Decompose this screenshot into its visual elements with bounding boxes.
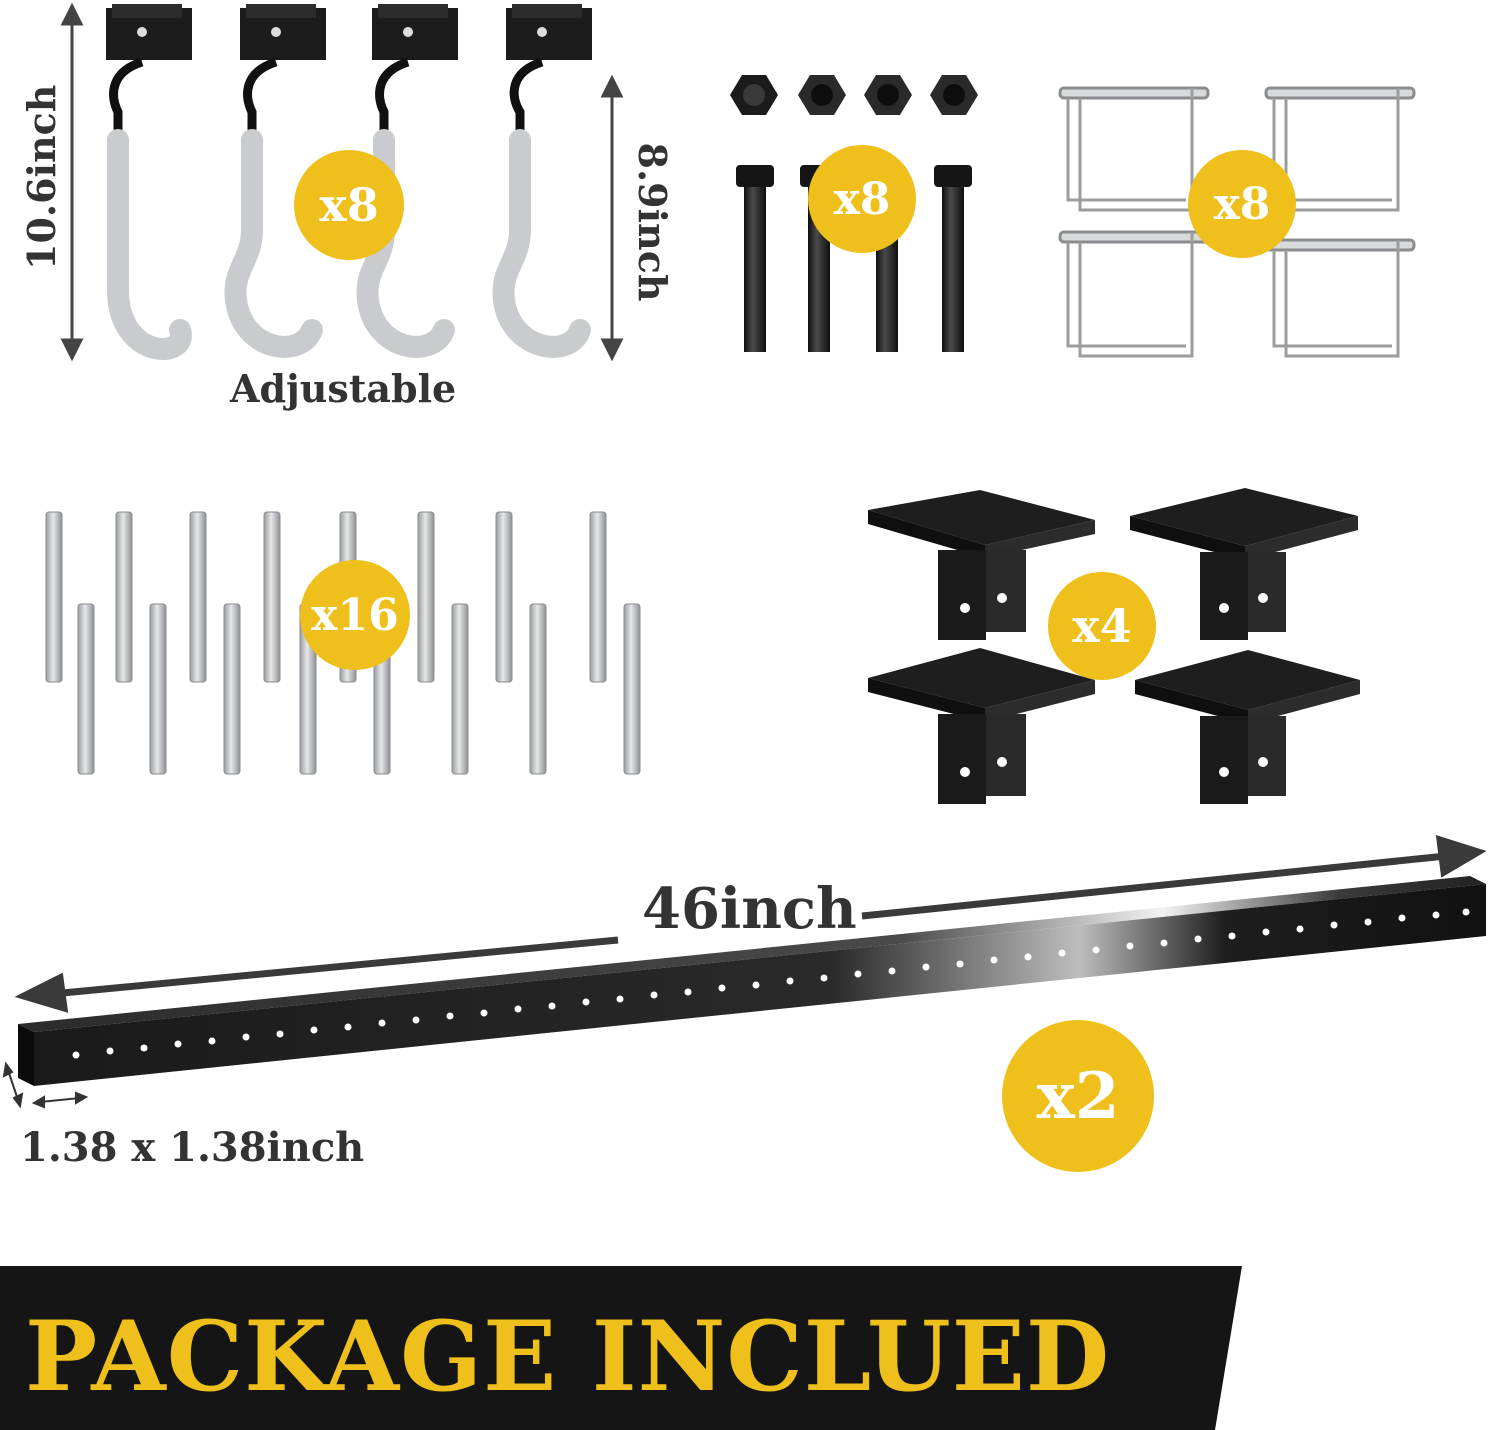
rail-length-label: 46inch — [642, 876, 857, 942]
bolts-quantity-badge: x8 — [808, 145, 916, 253]
brackets-quantity-badge: x4 — [1048, 572, 1156, 680]
rail-quantity: x2 — [1036, 1058, 1120, 1134]
banner-background — [0, 1266, 1242, 1430]
rail-profile-label: 1.38 x 1.38inch — [20, 1124, 365, 1171]
hooks-quantity: x8 — [319, 178, 379, 232]
anchors-quantity-badge: x16 — [300, 560, 410, 670]
package-banner-title: PACKAGE INCLUED — [25, 1300, 1111, 1413]
anchors-quantity: x16 — [311, 589, 399, 641]
rail-quantity-badge: x2 — [1002, 1020, 1154, 1172]
hook-1 — [106, 4, 192, 360]
hook-height-label: 8.9inch — [630, 142, 675, 302]
brackets-quantity: x4 — [1072, 599, 1132, 653]
pins-quantity-badge: x8 — [1188, 150, 1296, 258]
hook-2 — [224, 4, 326, 358]
pins-group — [1058, 86, 1416, 358]
rail-length-arrows — [14, 835, 1487, 1013]
rail-group — [18, 876, 1486, 1086]
hooks-adjustable-label: Adjustable — [230, 366, 457, 411]
brackets-group — [868, 488, 1360, 804]
pins-quantity: x8 — [1213, 178, 1271, 230]
hook-dimension-arrows — [60, 2, 624, 362]
nuts-group — [730, 75, 978, 115]
hook-4 — [492, 4, 592, 358]
rail-holes — [72, 908, 1470, 1059]
hooks-quantity-badge: x8 — [294, 150, 404, 260]
bolts-quantity: x8 — [833, 173, 891, 225]
hooks-group — [106, 4, 592, 360]
profile-arrows — [2, 1061, 89, 1109]
hook-full-height-label: 10.6inch — [19, 84, 64, 270]
